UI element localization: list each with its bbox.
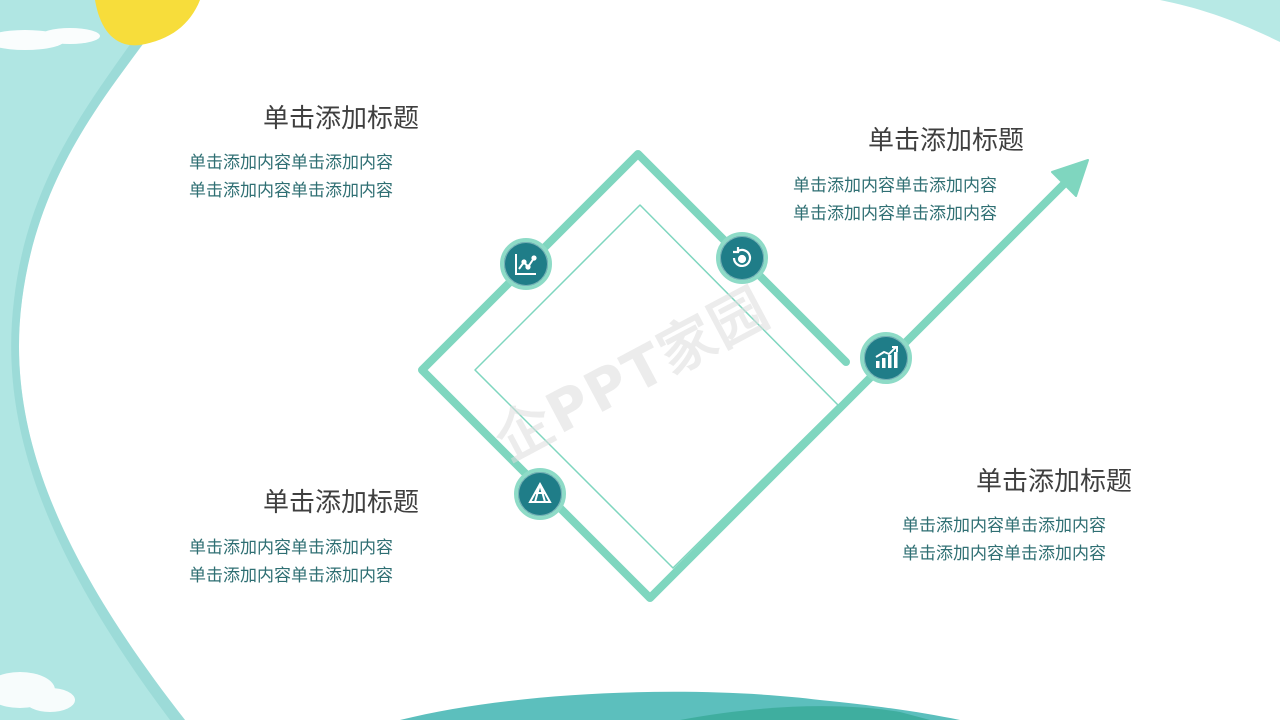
- block-1-line-2: 单击添加内容单击添加内容: [189, 181, 393, 201]
- bottom-cloud: [0, 672, 75, 712]
- triangle-network-icon: [514, 468, 566, 520]
- left-teal-blob-edge: [11, 0, 185, 720]
- sun-shape: [95, 0, 200, 46]
- block-2-title: 单击添加标题: [868, 126, 1025, 156]
- arrow-head: [1051, 159, 1089, 197]
- block-2-line-1: 单击添加内容单击添加内容: [793, 176, 997, 196]
- block-2-line-2: 单击添加内容单击添加内容: [793, 204, 997, 224]
- block-3-title: 单击添加标题: [263, 488, 420, 518]
- bar-chart-icon: [860, 332, 912, 384]
- block-3-line-2: 单击添加内容单击添加内容: [189, 566, 393, 586]
- inner-frame: [474, 204, 839, 569]
- block-1-title: 单击添加标题: [263, 104, 420, 134]
- top-cloud: [0, 28, 100, 50]
- line-chart-icon: [500, 238, 552, 290]
- diagram: [418, 150, 1089, 602]
- arrow-path: [418, 150, 1082, 602]
- bottom-wave-light: [680, 706, 930, 720]
- block-1-line-1: 单击添加内容单击添加内容: [189, 153, 393, 173]
- block-4-line-1: 单击添加内容单击添加内容: [902, 516, 1106, 536]
- left-teal-blob: [0, 0, 185, 720]
- block-4-line-2: 单击添加内容单击添加内容: [902, 544, 1106, 564]
- refresh-gear-icon: [716, 232, 768, 284]
- block-3-line-1: 单击添加内容单击添加内容: [189, 538, 393, 558]
- block-4-title: 单击添加标题: [976, 467, 1133, 497]
- top-right-teal-corner: [1160, 0, 1280, 42]
